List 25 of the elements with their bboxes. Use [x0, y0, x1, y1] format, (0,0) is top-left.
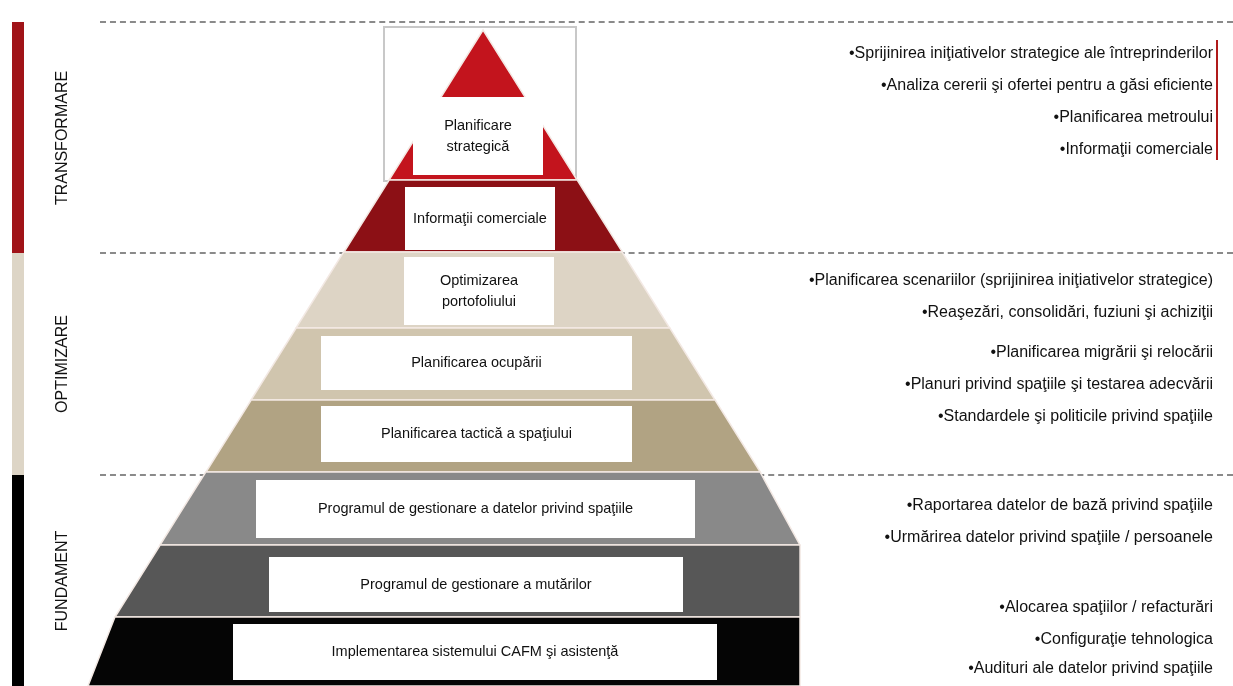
bullet-text: •Analiza cererii şi ofertei pentru a găsi eficiente: [881, 75, 1213, 95]
bullet-text: •Planificarea scenariilor (sprijinirea iniţiativelor strategice): [809, 270, 1213, 291]
layer-label: Implementarea sistemului CAFM şi asistenţă: [233, 624, 717, 680]
bullet-text: •Planificarea migrării şi relocării: [990, 342, 1213, 362]
section-label: FUNDAMENT: [53, 530, 71, 631]
bullet-text: •Standardele şi politicile privind spaţiile: [937, 406, 1213, 426]
layer-label: Planificare strategică: [413, 97, 543, 175]
bullet-text: •Audituri ale datelor privind spaţiile: [968, 658, 1213, 678]
bullet-text: •Raportarea datelor de bază privind spaţiile: [906, 495, 1213, 515]
layer-label: Programul de gestionare a mutărilor: [269, 557, 683, 612]
bullet-text: •Reaşezări, consolidări, fuziuni şi achiziţii: [921, 302, 1213, 323]
bullet-text: •Informaţii comerciale: [1059, 139, 1213, 159]
layer-label: Informaţii comerciale: [405, 187, 555, 250]
bullet-text: •Planuri privind spaţiile şi testarea adecvării: [905, 374, 1213, 394]
bullet-text: •Sprijinirea iniţiativelor strategice ale întreprinderilor: [849, 43, 1213, 63]
layer-label: Programul de gestionare a datelor privind spaţiile: [256, 480, 695, 538]
layer-label: Optimizarea portofoliului: [404, 257, 554, 325]
layer-label: Planificarea ocupării: [321, 336, 632, 390]
bullet-text: •Planificarea metroului: [1053, 107, 1213, 127]
layer-label: Planificarea tactică a spaţiului: [321, 406, 632, 462]
bullet-text: •Configuraţie tehnologica: [1034, 629, 1213, 649]
section-label: OPTIMIZARE: [53, 315, 71, 413]
section-label: TRANSFORMARE: [53, 70, 71, 205]
bullet-text: •Urmărirea datelor privind spaţiile / persoanele: [883, 527, 1213, 547]
bullet-text: •Alocarea spaţiilor / refacturări: [999, 597, 1213, 617]
